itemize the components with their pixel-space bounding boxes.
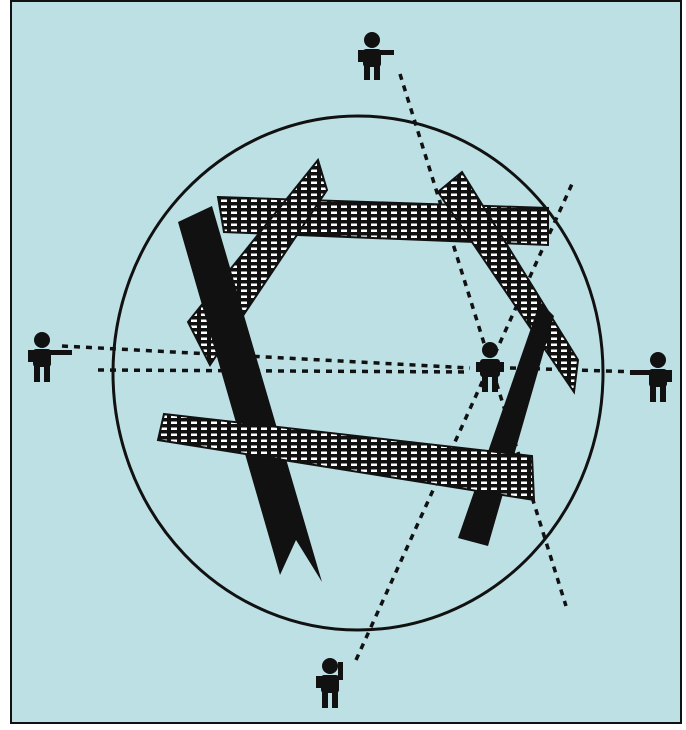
sight-lines <box>62 74 640 660</box>
beam-right-diagonal <box>438 172 578 392</box>
beam-lower-horizontal <box>158 414 534 500</box>
beam-right-solid-vertical <box>458 302 554 546</box>
observer-left <box>28 332 72 382</box>
sight-line-horizontal-2 <box>98 370 470 372</box>
sight-line-bottom-to-top-right <box>356 184 572 660</box>
observer-bottom <box>316 658 343 708</box>
observer-right <box>630 352 672 402</box>
observer-top <box>358 32 394 80</box>
sight-line-horizontal-1 <box>62 346 470 368</box>
